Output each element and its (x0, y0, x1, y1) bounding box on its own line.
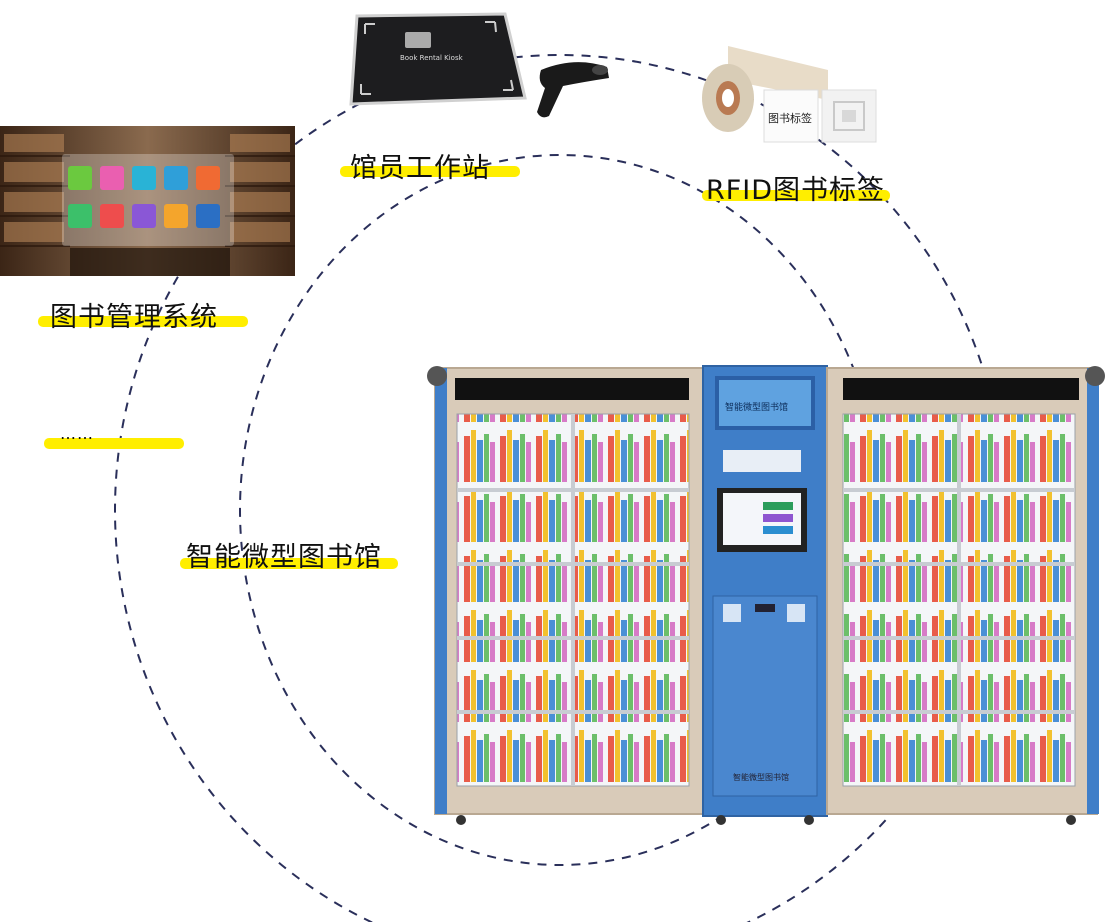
label-roll-icon: 图书标签 (702, 46, 877, 143)
library-shelves-image (0, 126, 295, 276)
smart-library-label: 智能微型图书馆 (186, 542, 382, 573)
cabinet-illustration: 智能微型图书馆 智能微型图书馆 (427, 365, 1105, 825)
app-tile-icon (100, 204, 124, 228)
app-tile-icon (132, 204, 156, 228)
svg-text:智能微型图书馆: 智能微型图书馆 (725, 401, 788, 413)
rfid-tag-roll: 图书标签 (688, 40, 888, 150)
camera-icon (1085, 366, 1105, 386)
rfid-reader-pad (349, 12, 527, 106)
highlight-library-system (38, 316, 248, 327)
svg-text:Book Rental Kiosk: Book Rental Kiosk (400, 54, 464, 62)
more-label: …… (60, 424, 94, 443)
app-tile-icon (68, 204, 92, 228)
app-tile-icon (196, 204, 220, 228)
library-system-label: 图书管理系统 (50, 302, 218, 333)
app-tile-icon (196, 166, 220, 190)
svg-text:图书标签: 图书标签 (768, 111, 812, 125)
highlight-smart-library (180, 558, 398, 569)
library-system-screen (0, 126, 295, 276)
smart-library-cabinet: 智能微型图书馆 智能微型图书馆 (425, 362, 1108, 832)
camera-icon (427, 366, 447, 386)
app-tile-icon (164, 166, 188, 190)
highlight-more (44, 438, 184, 449)
highlight-staff-workstation (340, 166, 520, 177)
app-tile-icon (164, 204, 188, 228)
staff-workstation-label: 馆员工作站 (350, 153, 490, 184)
app-tile-icon (132, 166, 156, 190)
app-tile-icon (100, 166, 124, 190)
barcode-scanner-icon (537, 62, 609, 118)
app-tile-icon (68, 166, 92, 190)
highlight-rfid-tag (702, 190, 890, 201)
svg-text:智能微型图书馆: 智能微型图书馆 (733, 772, 789, 782)
rfid-reader-and-scanner: Book Rental Kiosk (349, 12, 609, 118)
staff-workstation-devices: Book Rental Kiosk (345, 12, 609, 118)
rfid-tag-label: RFID图书标签 (706, 175, 886, 206)
